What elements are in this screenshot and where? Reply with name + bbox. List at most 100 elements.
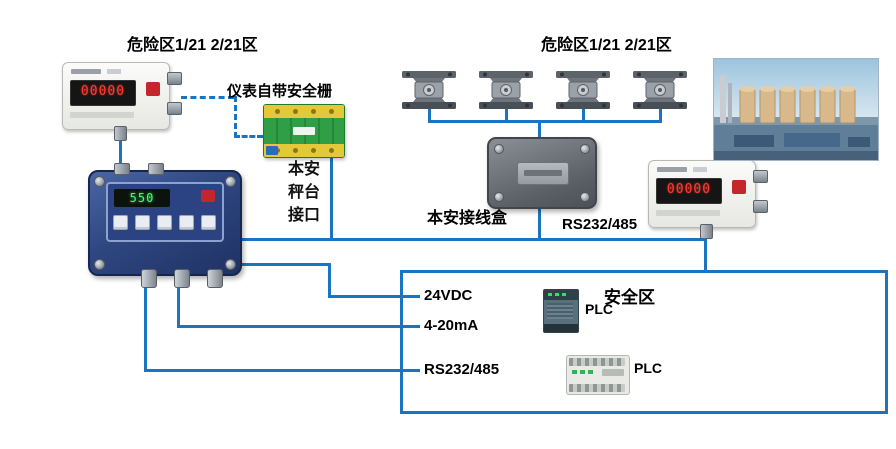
wire-rs232-h bbox=[144, 369, 420, 372]
hazard-zone-right-label: 危险区1/21 2/21区 bbox=[541, 37, 672, 54]
plc-module-upper bbox=[543, 289, 579, 333]
indicator-logo-badge bbox=[732, 180, 746, 194]
terminal-screw bbox=[292, 109, 298, 114]
indicator-model-strip bbox=[656, 210, 720, 216]
wire-24vdc-h2 bbox=[328, 295, 420, 298]
interface-label: 本安 秤台 接口 bbox=[288, 158, 320, 227]
cable-gland bbox=[114, 126, 127, 141]
weighing-indicator-left: 00000 bbox=[62, 62, 182, 141]
barrier-label-plate bbox=[293, 127, 315, 135]
cable-gland bbox=[207, 269, 223, 288]
wire-loadcell-bus bbox=[428, 120, 662, 123]
controller-front-panel: 550 bbox=[106, 182, 224, 242]
safe-zone-label: 安全区 bbox=[604, 288, 655, 307]
plc-module-lower bbox=[566, 355, 630, 395]
interface-label-line2: 秤台 bbox=[288, 184, 321, 201]
terminal-screw bbox=[310, 109, 316, 114]
terminal-screw bbox=[328, 148, 334, 153]
wire-loadcell-4 bbox=[659, 107, 662, 123]
indicator-left-display: 00000 bbox=[70, 80, 136, 106]
plc-terminal-row bbox=[544, 324, 578, 332]
interface-label-line1: 本安 bbox=[288, 161, 321, 178]
cable-gland bbox=[753, 200, 768, 213]
led-indicator-icon bbox=[572, 370, 577, 374]
wire-dashed-indicator-to-barrier-h1 bbox=[181, 96, 234, 99]
controller-logo-badge bbox=[201, 190, 215, 202]
intrinsic-safe-junction-box bbox=[487, 137, 597, 209]
cable-gland bbox=[167, 102, 182, 115]
terminal-screw bbox=[274, 109, 280, 114]
indicator-brand-mark bbox=[71, 69, 121, 74]
plc-terminal-row bbox=[569, 358, 625, 366]
terminal-screw bbox=[292, 148, 298, 153]
screw-icon bbox=[225, 259, 236, 270]
junction-box-nameplate bbox=[517, 162, 569, 185]
wire-main-bus bbox=[237, 238, 707, 241]
barrier-body bbox=[264, 118, 344, 144]
controller-key bbox=[157, 215, 172, 230]
plc-status-panel bbox=[544, 290, 578, 300]
controller-keypad bbox=[113, 215, 216, 230]
controller-key bbox=[135, 215, 150, 230]
load-cell-1 bbox=[402, 71, 456, 109]
cable-gland bbox=[148, 163, 164, 175]
wire-dashed-indicator-to-barrier-v bbox=[234, 96, 237, 138]
terminal-screw bbox=[310, 148, 316, 153]
cable-gland bbox=[174, 269, 190, 288]
wire-loadcell-3 bbox=[582, 107, 585, 123]
wire-4-20ma-v bbox=[177, 280, 180, 328]
plc-vent-slots bbox=[547, 303, 573, 319]
controller-key bbox=[201, 215, 216, 230]
wire-24vdc-v bbox=[328, 263, 331, 298]
wire-loadcell-1 bbox=[428, 107, 431, 123]
screw-icon bbox=[94, 176, 105, 187]
wire-indicator-right-to-safezone bbox=[704, 226, 707, 273]
instrument-barrier-label: 仪表自带安全栅 bbox=[227, 83, 333, 100]
explosion-proof-controller: 550 bbox=[88, 163, 242, 288]
terminal-screw bbox=[328, 109, 334, 114]
wire-indicator-left-to-controller bbox=[119, 138, 122, 172]
safety-barrier-module bbox=[263, 104, 345, 158]
barrier-blue-terminal bbox=[266, 146, 278, 155]
cable-gland bbox=[700, 224, 713, 239]
led-indicator-icon bbox=[548, 293, 552, 296]
controller-key bbox=[179, 215, 194, 230]
junction-box-label: 本安接线盒 bbox=[427, 210, 508, 227]
analog-4-20ma-label: 4-20mA bbox=[424, 317, 479, 334]
screw-icon bbox=[580, 144, 590, 154]
weighing-indicator-right: 00000 bbox=[648, 160, 768, 239]
controller-display: 550 bbox=[114, 189, 170, 207]
wire-dashed-indicator-to-barrier-h2 bbox=[234, 135, 263, 138]
wire-barrier-to-bus bbox=[330, 156, 333, 241]
screw-icon bbox=[494, 192, 504, 202]
screw-icon bbox=[225, 176, 236, 187]
indicator-logo-badge bbox=[146, 82, 160, 96]
plc-label-plate bbox=[602, 369, 624, 376]
plc-terminal-row bbox=[569, 384, 625, 392]
controller-key bbox=[113, 215, 128, 230]
rs232-485-link-label: RS232/485 bbox=[562, 216, 638, 233]
plc-lower-label: PLC bbox=[634, 360, 662, 376]
wire-loadcell-2 bbox=[505, 107, 508, 123]
cable-gland bbox=[114, 163, 130, 175]
indicator-brand-mark bbox=[657, 167, 707, 172]
load-cell-4 bbox=[633, 71, 687, 109]
safe-zone-box bbox=[400, 270, 888, 414]
cable-gland bbox=[753, 170, 768, 183]
screw-icon bbox=[494, 144, 504, 154]
wire-loadcellbus-to-junctionbox bbox=[538, 120, 541, 140]
hazard-zone-left-label: 危险区1/21 2/21区 bbox=[127, 37, 258, 54]
screw-icon bbox=[94, 259, 105, 270]
load-cell-3 bbox=[556, 71, 610, 109]
power-24vdc-label: 24VDC bbox=[424, 287, 473, 304]
screw-icon bbox=[580, 192, 590, 202]
wire-junctionbox-to-bus bbox=[538, 203, 541, 241]
load-cell-2 bbox=[479, 71, 533, 109]
wire-24vdc-h1 bbox=[236, 263, 331, 266]
cable-gland bbox=[141, 269, 157, 288]
plant-photo bbox=[713, 58, 879, 161]
terminal-strip-top bbox=[264, 105, 344, 118]
interface-label-line3: 接口 bbox=[288, 207, 321, 224]
wire-rs232-v bbox=[144, 280, 147, 372]
